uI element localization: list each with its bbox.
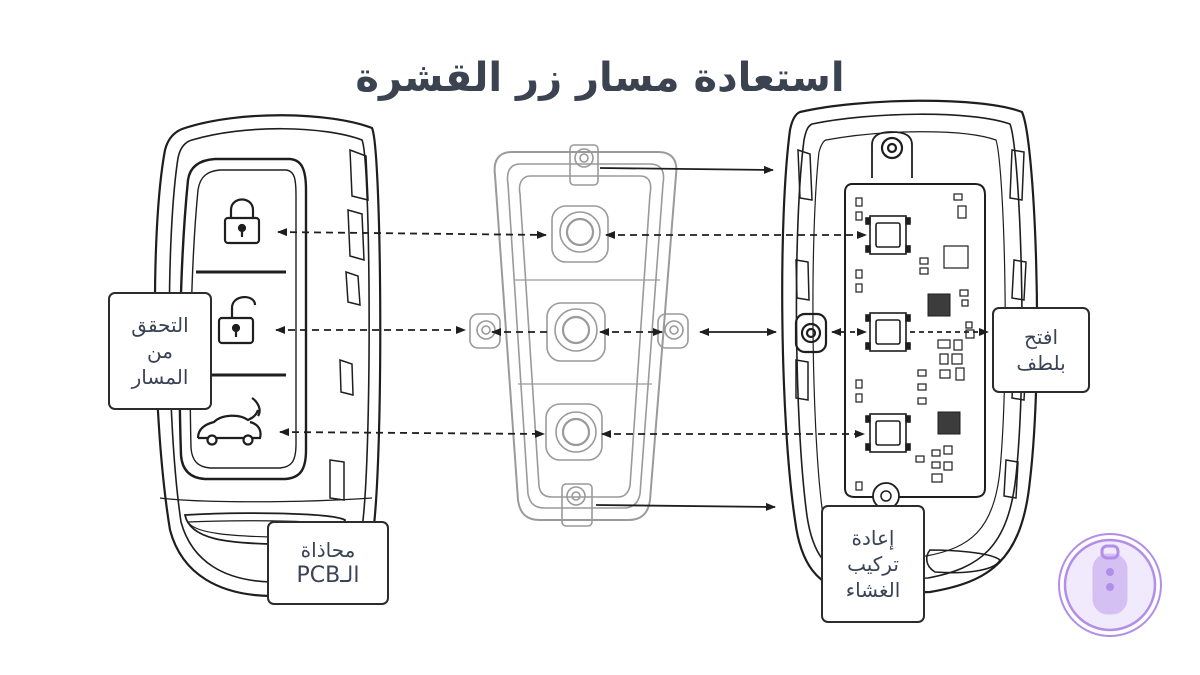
- label-line: بلطف: [1016, 351, 1066, 375]
- diagram-title: استعادة مسار زر القشرة: [355, 55, 845, 101]
- label-line: الغشاء: [845, 578, 901, 602]
- label-pcb-align: محاذاة الـPCB: [267, 521, 389, 605]
- label-line: افتح: [1023, 325, 1059, 349]
- label-open-gently: افتح بلطف: [992, 307, 1090, 393]
- label-line: محاذاة: [300, 538, 356, 562]
- lock-closed-icon: [223, 198, 261, 245]
- pcb-board: [844, 183, 986, 510]
- ic-chip: [937, 411, 961, 435]
- rubber-membrane: [469, 144, 689, 527]
- tact-switch: [865, 215, 911, 255]
- label-line: التحقق: [131, 313, 189, 337]
- open-housing: [781, 99, 1039, 596]
- label-line: المسار: [131, 365, 189, 389]
- tact-switch: [865, 312, 911, 352]
- car-trunk-icon: [196, 397, 262, 446]
- dashed-arrow: [279, 428, 545, 438]
- solid-arrow: [595, 502, 776, 511]
- label-check-path: التحقق من المسار: [108, 292, 212, 410]
- smd-components: [855, 193, 975, 491]
- label-refit-membrane: إعادة تركيب الغشاء: [821, 505, 925, 623]
- connector-arrows: [275, 165, 989, 511]
- key-fob-badge-icon: [1058, 533, 1162, 637]
- solid-arrow: [599, 165, 774, 174]
- ic-chip: [927, 293, 951, 317]
- tact-switch: [865, 413, 911, 453]
- label-line: إعادة: [851, 526, 895, 550]
- dashed-arrow: [277, 228, 547, 239]
- label-line: من: [147, 339, 173, 363]
- lock-open-icon: [217, 296, 257, 345]
- label-line: تركيب: [847, 552, 899, 576]
- label-line: الـPCB: [296, 563, 360, 588]
